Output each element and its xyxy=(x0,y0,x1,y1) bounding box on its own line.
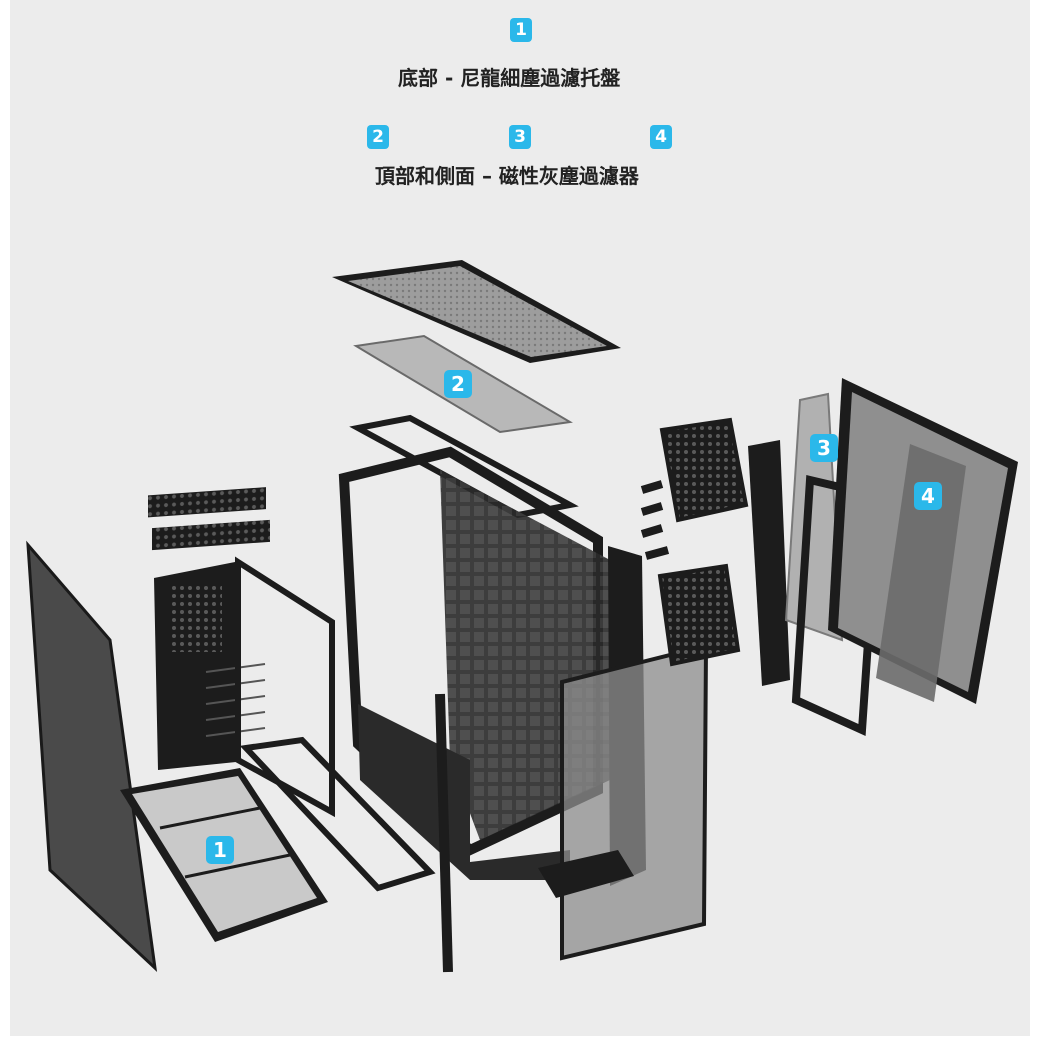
callout-bottom-tray: 1 xyxy=(206,836,234,864)
side-bracket xyxy=(748,440,790,686)
legend-top-side-filter-text: 頂部和側面 – 磁性灰塵過濾器 xyxy=(375,164,639,188)
callout-side-filter-b: 4 xyxy=(914,482,942,510)
front-glass-panel xyxy=(560,643,709,961)
exploded-case-illustration xyxy=(26,260,1018,973)
callout-side-filter-a: 3 xyxy=(810,434,838,462)
left-glass-panel xyxy=(26,540,158,972)
legend-number-3: 3 xyxy=(509,125,531,149)
callout-top-filter: 2 xyxy=(444,370,472,398)
rear-pci-panel xyxy=(148,487,335,818)
diagram-canvas: 1 底部 - 尼龍細塵過濾托盤 2 3 4 頂部和側面 – 磁性灰塵過濾器 xyxy=(10,0,1030,1036)
legend-number-2: 2 xyxy=(367,125,389,149)
side-filter-4 xyxy=(828,378,1018,704)
drive-cage-upper xyxy=(640,417,749,560)
legend-bottom-filter-text: 底部 - 尼龍細塵過濾托盤 xyxy=(398,66,621,90)
legend-number-1: 1 xyxy=(510,18,532,42)
bottom-rail xyxy=(239,736,436,892)
drive-cage-lower xyxy=(657,563,741,667)
bottom-mount xyxy=(538,850,634,898)
top-filter-frame xyxy=(332,260,621,363)
legend-number-4: 4 xyxy=(650,125,672,149)
